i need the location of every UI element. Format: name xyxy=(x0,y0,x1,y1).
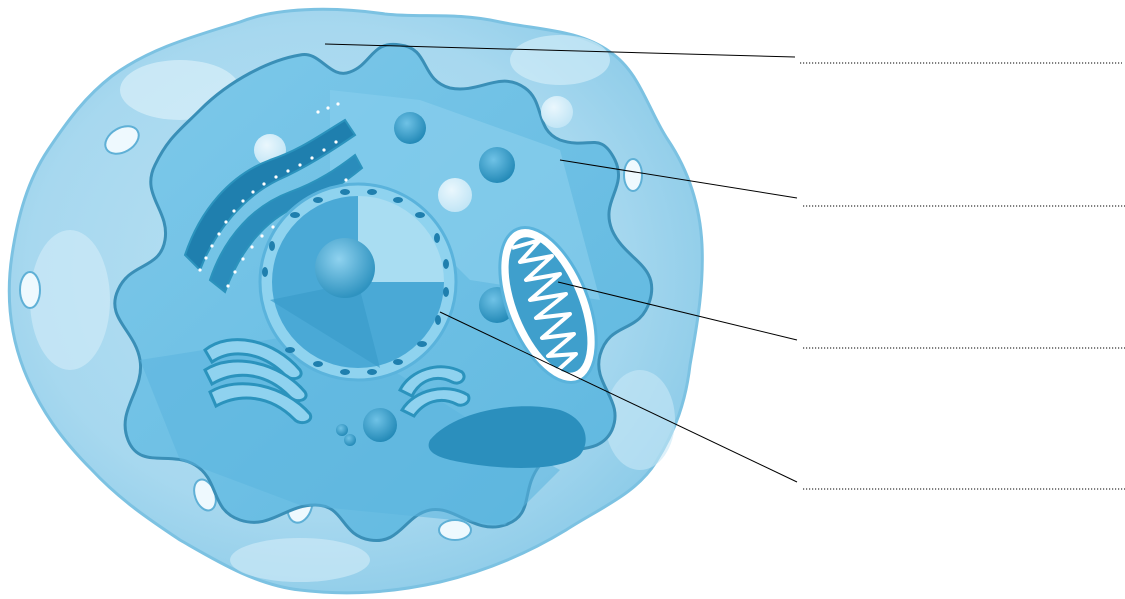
vesicle xyxy=(336,424,348,436)
vacuole xyxy=(439,520,471,540)
vesicle xyxy=(479,147,515,183)
cytoplasm-patch xyxy=(510,35,610,85)
cytoplasm-patch xyxy=(230,538,370,582)
vesicle xyxy=(541,96,573,128)
answer-lines xyxy=(800,63,1125,489)
nucleolus xyxy=(315,238,375,298)
vacuole xyxy=(20,272,40,308)
vesicle xyxy=(438,178,472,212)
cytoplasm-patch xyxy=(30,230,110,370)
vacuole xyxy=(624,159,642,191)
vesicle xyxy=(394,112,426,144)
vesicle xyxy=(344,434,356,446)
vesicle xyxy=(363,408,397,442)
nucleus xyxy=(260,184,456,380)
